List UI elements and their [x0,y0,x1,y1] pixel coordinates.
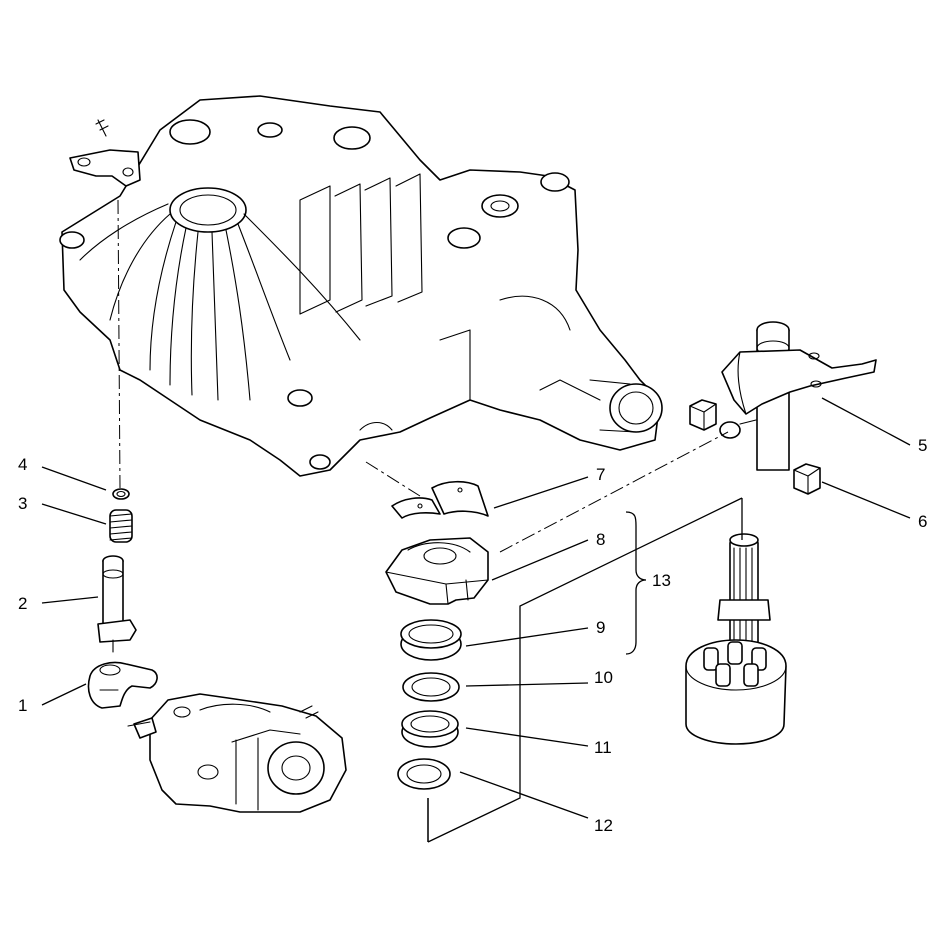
callout-9: 9 [596,618,605,637]
callout-5: 5 [918,436,927,455]
part-7-shells [391,480,489,519]
part-5-lever [719,321,877,471]
part-12-seal [397,758,451,790]
leader-lines [41,397,911,819]
part-8-swashplate [385,537,489,605]
callout-2: 2 [18,594,27,613]
part-6-blocks [689,399,821,495]
callout-7: 7 [596,465,605,484]
callout-13: 13 [652,571,671,590]
part-9-ring [400,619,462,661]
callout-1: 1 [18,696,27,715]
callout-3: 3 [18,494,27,513]
part-11-bearing [401,710,459,748]
callout-12: 12 [594,816,613,835]
callout-8: 8 [596,530,605,549]
transmission-housing [59,95,663,477]
part-3-spring [109,509,133,543]
cylinder-block [685,533,787,745]
callout-10: 10 [594,668,613,687]
part-2-shaft [97,555,137,653]
callout-6: 6 [918,512,927,531]
callout-11: 11 [594,738,612,757]
small-fastener [95,119,109,137]
bracket [69,149,141,187]
pump-housing [127,693,347,813]
part-4-ring [112,488,130,500]
part-10-washer [402,672,460,702]
callout-4: 4 [18,455,27,474]
group-13-bracket [625,511,647,655]
part-1-block [87,661,158,709]
